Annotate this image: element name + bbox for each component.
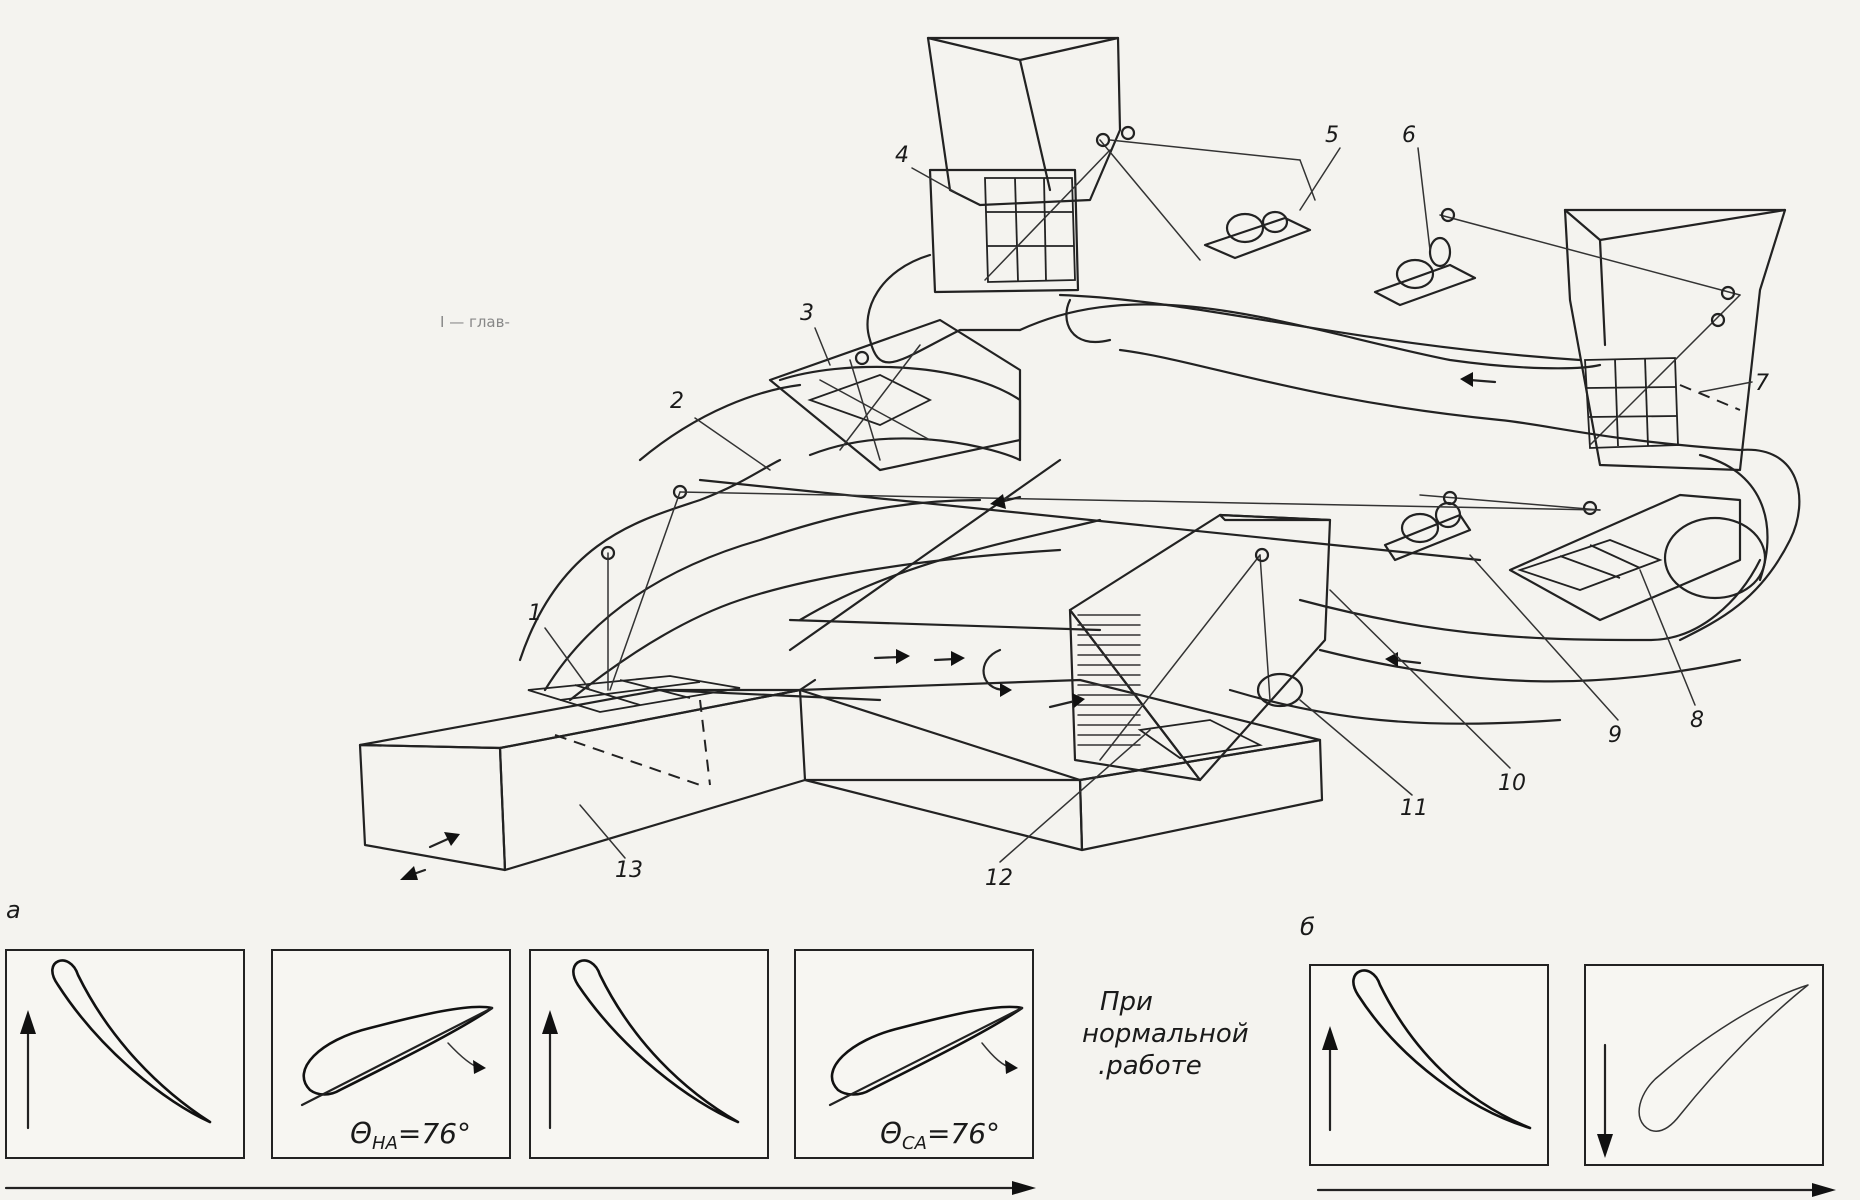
callout-leaders [544,147,1753,863]
panel-a-frame-4: ΘСА=76° [794,949,1034,1159]
panel-a-frame-1 [5,949,245,1159]
panel-b: б [1300,913,1836,1197]
callout-5: 5 [1325,123,1339,148]
angle-ca-label: ΘСА=76° [880,1117,1000,1154]
flow-arrows [400,372,1497,880]
panel-a-label: а [6,896,21,924]
air-channels [518,253,1801,725]
outlet-duct [798,678,1324,852]
callout-4: 4 [895,143,909,168]
note-line-2: нормальной [1082,1019,1249,1049]
louver-grid [1077,614,1141,746]
panel-b-frame-1 [1309,964,1549,1166]
note-line-1: При [1100,987,1153,1017]
panel-a-time-arrow [4,1181,1036,1195]
panel-a-frame-3 [529,949,769,1159]
faint-text: I — глав- [440,313,510,331]
callout-labels: 1 2 3 4 5 6 7 8 9 10 11 12 13 I — глав- [440,123,1769,891]
drive-unit-9 [1383,494,1601,562]
panel-b-frame-2 [1584,964,1824,1166]
normal-operation-note: При нормальной .работе [1082,987,1249,1081]
panel-a: а ΘНА=76° ΘСА=76° [4,896,1036,1195]
angle-na-label: ΘНА=76° [350,1117,471,1154]
callout-7: 7 [1755,371,1769,396]
callout-2: 2 [670,389,684,414]
reversing-block-12 [1068,513,1332,782]
callout-6: 6 [1402,123,1416,148]
callout-3: 3 [800,301,814,326]
callout-1: 1 [528,601,542,626]
fan-station-8 [1508,493,1767,622]
drive-unit-5 [1109,139,1312,260]
callout-9: 9 [1608,723,1622,748]
fan-station-3 [768,318,1022,472]
ventilation-layout-drawing [358,36,1801,880]
fan-housing-7 [1563,208,1787,472]
panel-a-frame-2: ΘНА=76° [271,949,511,1159]
panel-b-label: б [1300,913,1315,941]
note-line-3: .работе [1098,1051,1202,1081]
cable-system [600,125,1736,691]
drive-unit-6 [1373,214,1741,307]
callout-10: 10 [1498,771,1526,796]
callout-13: 13 [615,858,643,883]
callout-11: 11 [1400,796,1428,821]
callout-12: 12 [985,866,1013,891]
callout-8: 8 [1690,708,1704,733]
panel-b-time-arrow [1316,1183,1836,1197]
fan-housing-4 [926,36,1201,294]
